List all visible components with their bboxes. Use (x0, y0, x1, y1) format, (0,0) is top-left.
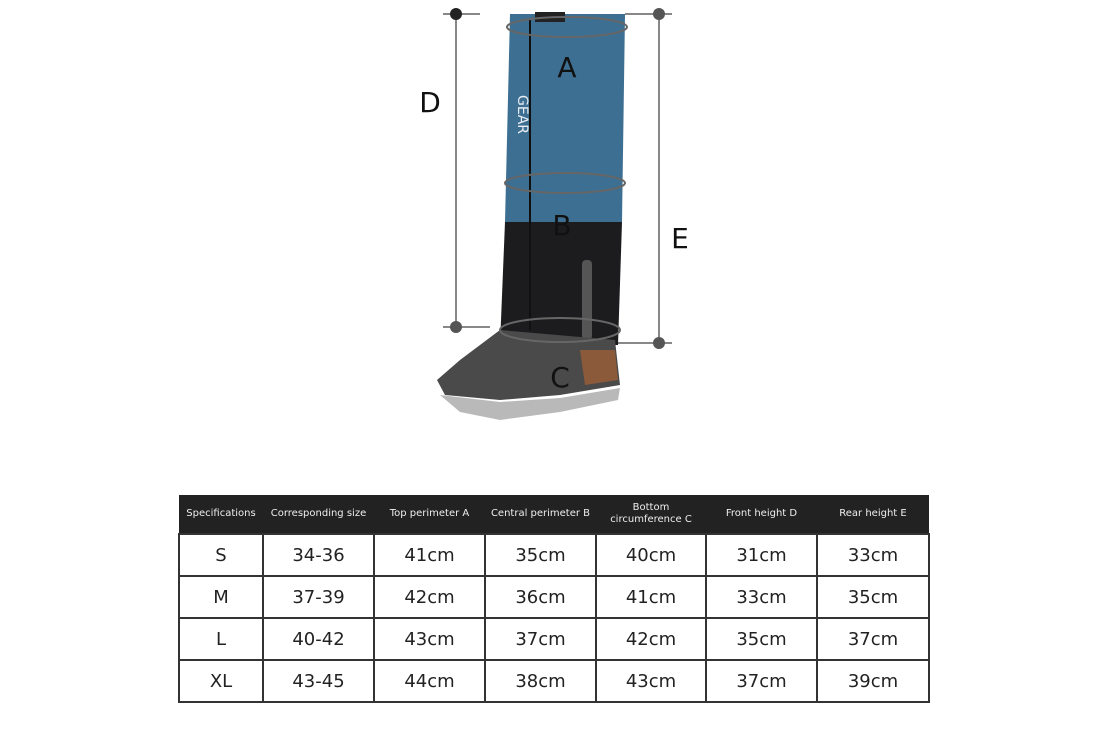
table-cell: 36cm (484, 575, 597, 619)
table-cell: 40-42 (262, 617, 375, 661)
table-cell: M (178, 575, 264, 619)
front-height-line (443, 13, 490, 328)
column-header: Front height D (706, 495, 817, 534)
table-cell: 31cm (705, 533, 818, 577)
table-cell: 35cm (705, 617, 818, 661)
table-cell: 41cm (373, 533, 486, 577)
table-cell: 43cm (373, 617, 486, 661)
gaiter-size-diagram: GEAR A B C D E (419, 8, 689, 420)
table-cell: 43cm (595, 659, 707, 703)
table-cell: 39cm (816, 659, 930, 703)
column-header: Specifications (179, 495, 263, 534)
column-header: Central perimeter B (485, 495, 596, 534)
table-cell: 33cm (705, 575, 818, 619)
label-c: C (550, 361, 570, 394)
table-cell: 34-36 (262, 533, 375, 577)
table-cell: 40cm (595, 533, 707, 577)
table-cell: 44cm (373, 659, 486, 703)
table-cell: XL (178, 659, 264, 703)
shoe (437, 330, 620, 400)
table-cell: 42cm (373, 575, 486, 619)
brand-text: GEAR (514, 95, 530, 134)
table-cell: 37-39 (262, 575, 375, 619)
column-header: Rear height E (817, 495, 929, 534)
table-cell: 37cm (705, 659, 818, 703)
label-b: B (552, 209, 571, 242)
table-cell: 33cm (816, 533, 930, 577)
table-cell: 38cm (484, 659, 597, 703)
table-cell: 37cm (484, 617, 597, 661)
label-a: A (557, 51, 576, 84)
table-cell: 41cm (595, 575, 707, 619)
table-cell: L (178, 617, 264, 661)
column-header: Corresponding size (263, 495, 374, 534)
table-cell: 37cm (816, 617, 930, 661)
table-cell: 42cm (595, 617, 707, 661)
gaiter-upper (505, 14, 625, 222)
column-header: Top perimeter A (374, 495, 485, 534)
table-cell: S (178, 533, 264, 577)
table-cell: 35cm (816, 575, 930, 619)
column-header: Bottom circumference C (596, 495, 706, 534)
label-d: D (419, 86, 441, 119)
table-cell: 43-45 (262, 659, 375, 703)
label-e: E (671, 222, 689, 255)
table-cell: 35cm (484, 533, 597, 577)
